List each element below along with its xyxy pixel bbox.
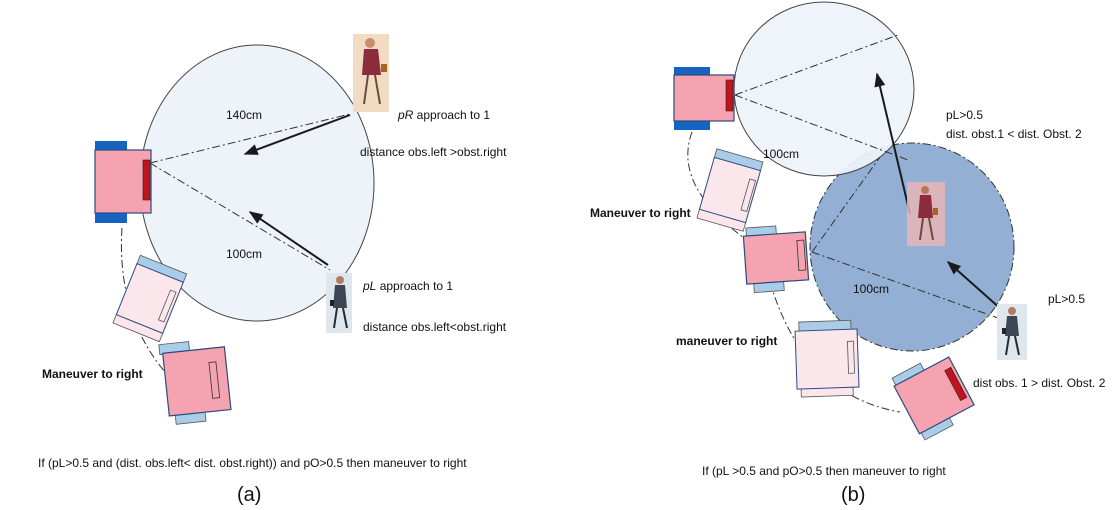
caption-b: (b): [841, 484, 865, 506]
robot-ghost-a: [112, 254, 188, 343]
radius-label-lower-b: 100cm: [853, 282, 889, 296]
condition-lower-b: dist obs. 1 > dist. Obst. 2: [973, 376, 1106, 390]
radius-label-140: 140cm: [226, 108, 262, 122]
panel-b: 100cm 100cm pL>0.5 dist. obst.1 < dist. …: [590, 1, 1106, 506]
pl-approach-label: pL approach to 1: [362, 279, 453, 293]
radius-label-100: 100cm: [226, 247, 262, 261]
robot-wheel-top: [95, 141, 127, 151]
range-line-upper-b1: [734, 34, 899, 96]
pl-label-lower-b: pL>0.5: [1048, 292, 1085, 306]
approach-arrow-upper-b: [874, 72, 911, 215]
caption-a: (a): [237, 484, 261, 506]
range-line-lower-a: [149, 162, 331, 271]
range-line-lower-b1: [811, 156, 881, 253]
rule-text-a: If (pL>0.5 and (dist. obs.left< dist. ob…: [38, 456, 467, 470]
approach-arrow-lower-b: [946, 261, 1003, 311]
range-line-upper-a: [149, 113, 351, 164]
robot-wheel-bottom: [95, 212, 127, 223]
condition-upper-b: dist. obst.1 < dist. Obst. 2: [946, 127, 1082, 141]
detection-zone-b-upper: [733, 1, 915, 177]
robot-maneuver-b: [891, 356, 975, 441]
maneuver-label-b-upper: Maneuver to right: [590, 206, 691, 220]
robot-main-a: [94, 141, 152, 223]
maneuver-label-a: Maneuver to right: [42, 367, 143, 381]
pl-label-upper-b: pL>0.5: [946, 108, 983, 122]
maneuver-label-b-lower: maneuver to right: [676, 334, 777, 348]
pedestrian-man-icon-b: [997, 304, 1027, 360]
trajectory-path-a: [120, 227, 181, 389]
radius-label-upper-b: 100cm: [763, 147, 799, 161]
pr-approach-text: approach to 1: [413, 108, 490, 122]
pedestrian-woman-icon-b: [907, 182, 945, 246]
robot-maneuver-a: [158, 341, 232, 425]
pedestrian-woman-icon-a: [353, 34, 389, 112]
trajectory-path-b-upper: [687, 131, 745, 239]
robot-ghost-b-upper: [696, 148, 764, 232]
pr-variable: pR: [397, 108, 414, 122]
pl-condition: distance obs.left<obst.right: [363, 320, 507, 334]
robot-top-b: [673, 67, 735, 130]
pedestrian-man-icon-a: [326, 273, 352, 333]
pl-approach-text: approach to 1: [376, 279, 453, 293]
approach-arrow-right-a: [243, 114, 351, 155]
rule-text-b: If (pL >0.5 and pO>0.5 then maneuver to …: [702, 464, 946, 478]
pl-variable: pL: [362, 279, 376, 293]
range-line-upper-b2: [734, 94, 909, 161]
robot-sensor: [142, 159, 151, 201]
approach-arrow-left-a: [248, 211, 329, 266]
robot-middle-b: [742, 225, 810, 294]
panel-a: 140cm 100cm pR approach to 1 distance ob…: [38, 34, 507, 506]
detection-zone-b-lower: [809, 142, 1015, 352]
robot-body: [94, 149, 152, 214]
pr-approach-label: pR approach to 1: [397, 108, 490, 122]
pr-condition: distance obs.left >obst.right: [360, 145, 507, 159]
range-line-lower-b2: [811, 251, 999, 319]
robot-ghost-b-lower: [794, 319, 860, 398]
